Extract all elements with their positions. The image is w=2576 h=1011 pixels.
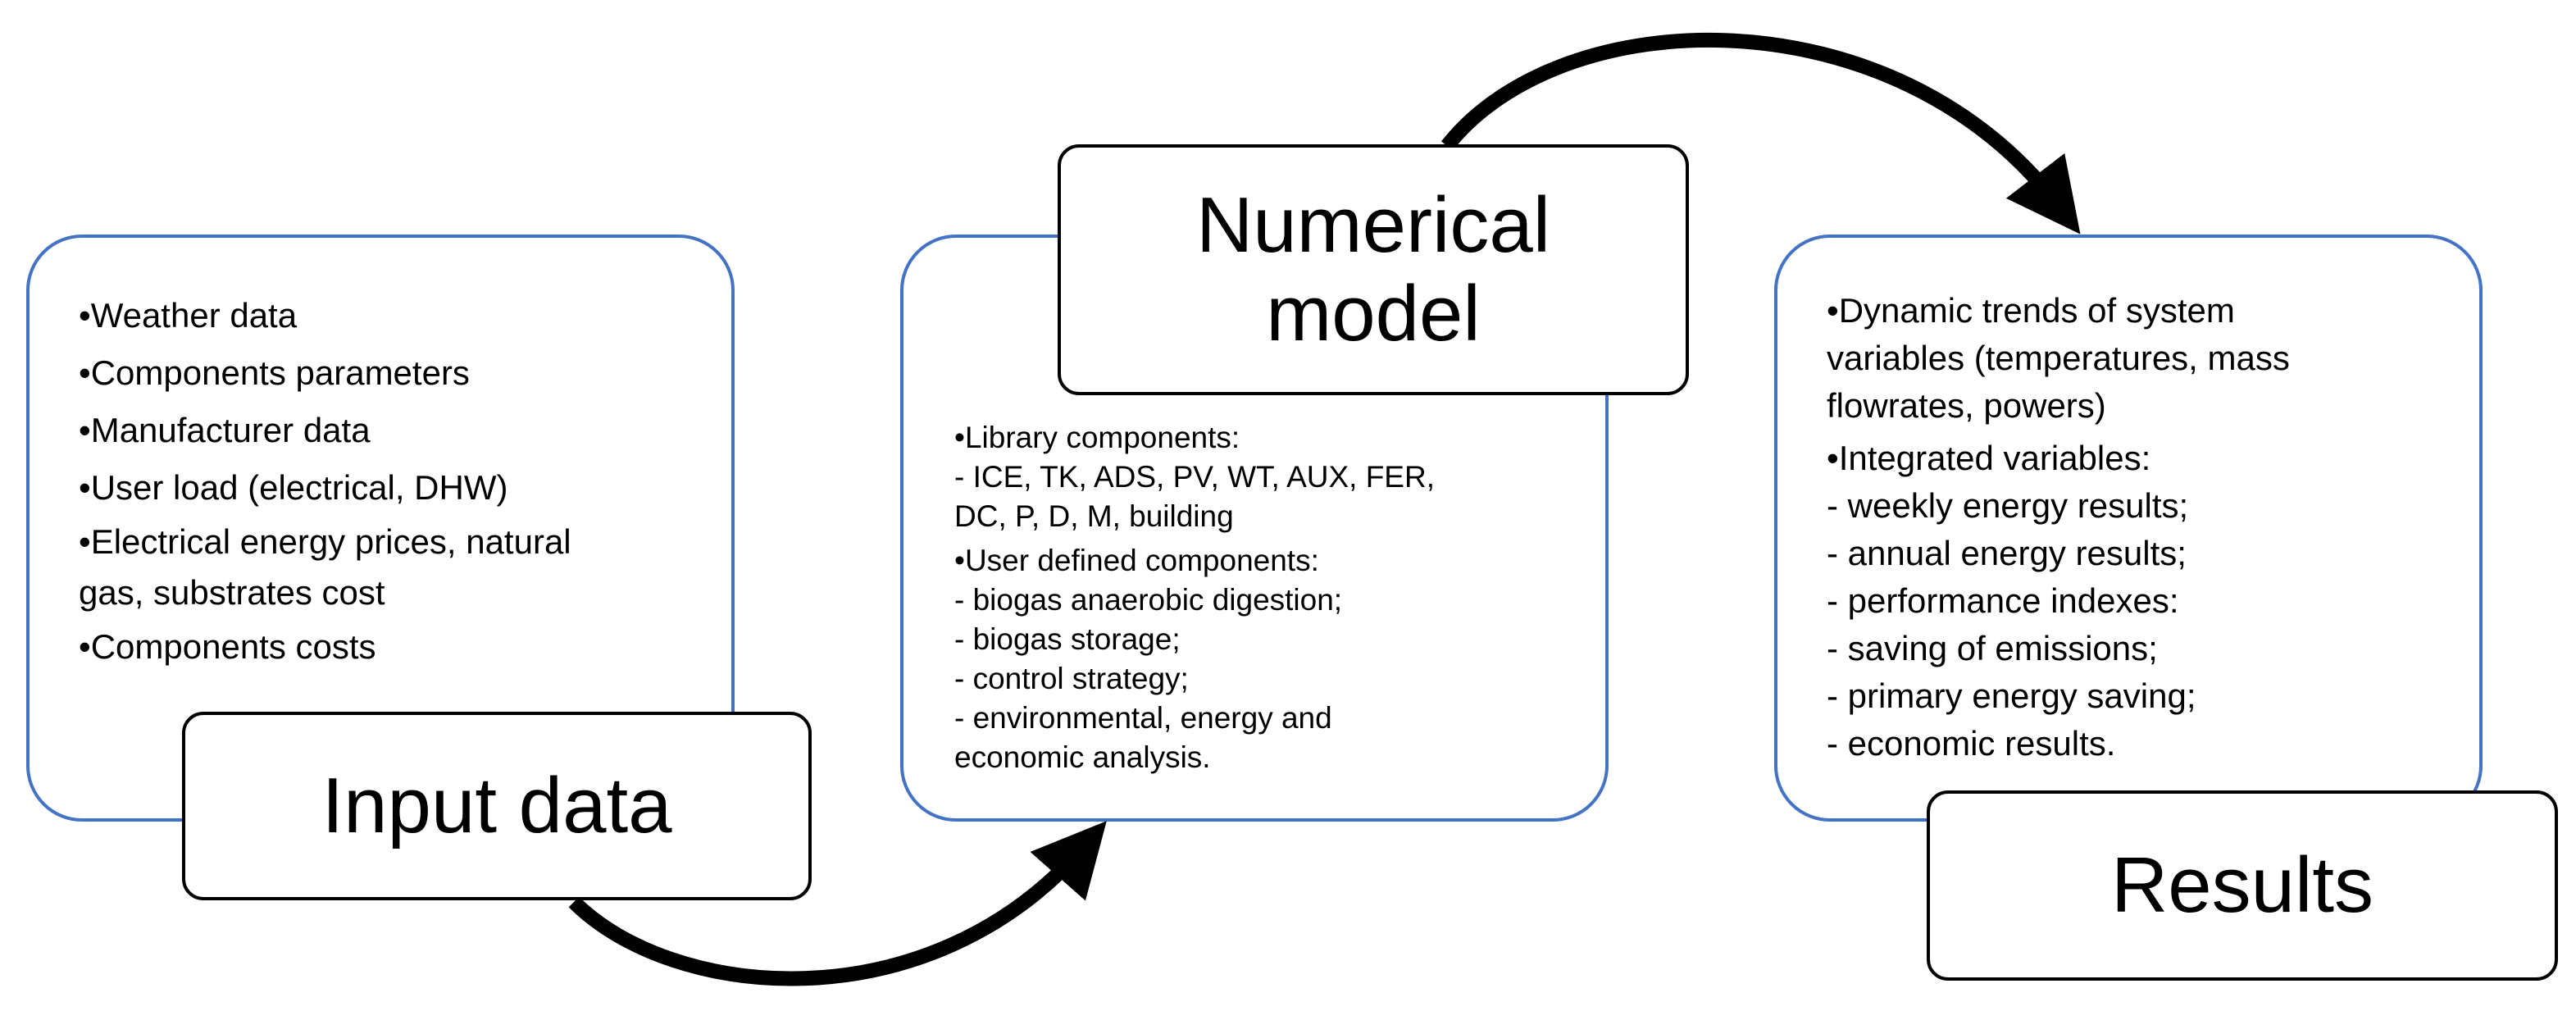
input-item-manufacturer: •Manufacturer data <box>79 411 371 449</box>
arrow-input-to-model <box>568 821 1107 986</box>
input-item-prices: •Electrical energy prices, natural gas, … <box>79 522 571 612</box>
results-label-box: Results <box>1927 790 2558 981</box>
input-item-weather: •Weather data <box>79 296 298 335</box>
input-item-components-costs: •Components costs <box>79 627 376 666</box>
input-item-components-parameters: •Components parameters <box>79 353 470 392</box>
results-label: Results <box>2110 841 2374 930</box>
input-item-user-load: •User load (electrical, DHW) <box>79 468 508 507</box>
model-item-library-components: •Library components: - ICE, TK, ADS, PV,… <box>954 421 1435 533</box>
results-item-integrated-variables: •Integrated variables: - weekly energy r… <box>1827 439 2196 763</box>
numerical-model-label-box: Numerical model <box>1058 144 1689 395</box>
input-data-label: Input data <box>321 762 672 850</box>
results-list: •Dynamic trends of system variables (tem… <box>1827 287 2290 772</box>
input-data-list: •Weather data •Components parameters •Ma… <box>79 287 571 676</box>
model-list: •Library components: - ICE, TK, ADS, PV,… <box>954 418 1435 782</box>
numerical-model-label-line1: Numerical <box>1195 181 1551 270</box>
numerical-model-label: Numerical model <box>1196 181 1550 357</box>
input-data-label-box: Input data <box>182 712 812 900</box>
model-item-user-defined-components: •User defined components: - biogas anaer… <box>954 544 1343 774</box>
input-data-panel: •Weather data •Components parameters •Ma… <box>26 235 735 822</box>
arrow-model-to-results <box>1440 33 2081 235</box>
results-item-dynamic-trends: •Dynamic trends of system variables (tem… <box>1827 291 2290 425</box>
numerical-model-label-line2: model <box>1266 270 1481 357</box>
results-panel: •Dynamic trends of system variables (tem… <box>1774 235 2483 822</box>
